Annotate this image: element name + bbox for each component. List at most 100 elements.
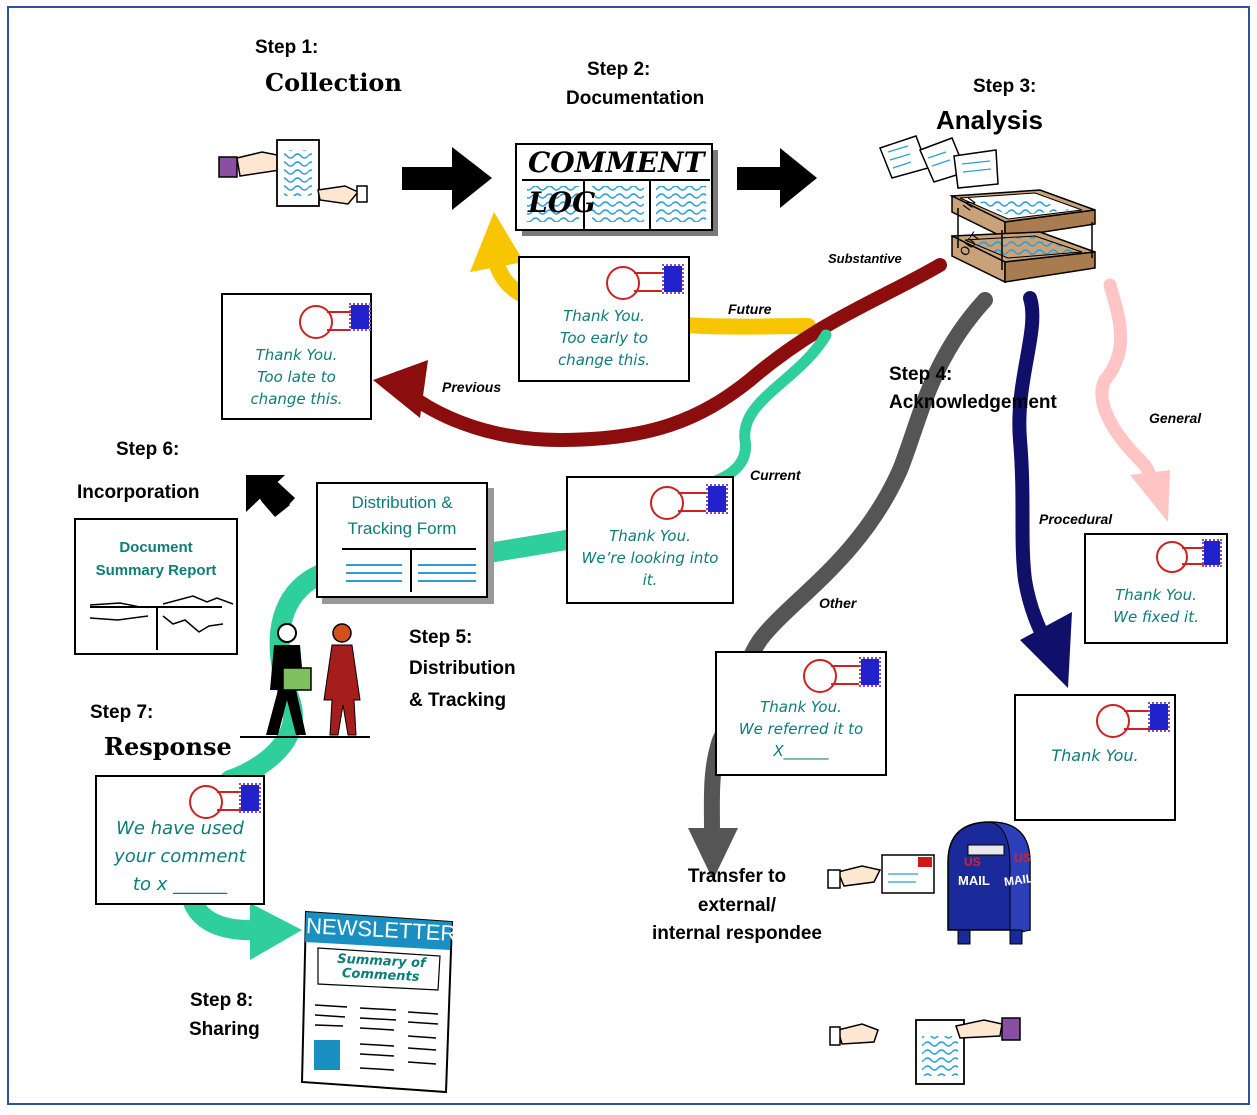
card-line: Thank You. xyxy=(609,527,691,545)
transfer-label: Transfer to external/ internal respondee xyxy=(647,863,827,949)
card-looking-into-it: Thank You. We’re looking into it. xyxy=(566,476,734,604)
card-line: change this. xyxy=(557,350,651,369)
previous-arrowhead xyxy=(373,360,428,418)
card-line: Too late to xyxy=(257,367,336,386)
stamp-icon xyxy=(239,783,261,813)
card-line: Thank You. xyxy=(255,346,338,364)
card-line: Thank You. xyxy=(1051,746,1139,765)
postmark-icon xyxy=(1096,704,1130,738)
step5-name-line2: & Tracking xyxy=(409,690,507,711)
comment-log-icon xyxy=(515,143,718,236)
summary-report-title-line1: Document xyxy=(119,539,193,556)
summary-report-column-divider xyxy=(156,606,158,650)
branch-label-future: Future xyxy=(728,301,772,317)
diagram-frame xyxy=(7,6,1250,1105)
card-referred-it: Thank You. We referred it to X______ xyxy=(715,651,887,776)
summary-report-icon xyxy=(89,595,234,633)
general-flow-path xyxy=(1095,278,1156,487)
tracking-form-divider xyxy=(342,548,476,550)
step3-name: Analysis xyxy=(936,105,1043,135)
step6-name: Incorporation xyxy=(77,482,200,503)
stamp-icon xyxy=(662,264,684,294)
transfer-label-line3: internal respondee xyxy=(652,923,822,944)
transfer-label-line1: Transfer to xyxy=(687,866,787,887)
card-too-early: Thank You. Too early to change this. xyxy=(518,256,690,382)
postmark-lines xyxy=(634,272,662,292)
stamp-icon xyxy=(349,303,371,331)
postmark-lines xyxy=(1124,710,1150,730)
analysis-inbox-icon xyxy=(879,135,1096,284)
step1-label: Step 1: xyxy=(255,37,319,58)
current-flow-path xyxy=(694,329,832,493)
sharing-arrowhead xyxy=(250,903,302,960)
previous-flow-path xyxy=(403,258,947,448)
summary-report: Document Summary Report xyxy=(74,518,238,655)
step6-label: Step 6: xyxy=(116,439,180,460)
postmark-icon xyxy=(650,486,684,520)
procedural-flow-path xyxy=(1012,291,1052,647)
card-response: We have used your comment to x ______ xyxy=(95,775,265,905)
summary-report-title-line2: Summary Report xyxy=(95,562,217,580)
collection-handoff-icon xyxy=(218,139,368,207)
postmark-icon xyxy=(606,266,640,300)
procedural-arrowhead xyxy=(1020,612,1072,688)
incorporation-arrowhead xyxy=(246,475,285,512)
postmark-icon xyxy=(189,785,223,819)
tracking-form-column-divider xyxy=(410,548,412,592)
newsletter-icon xyxy=(300,910,454,1094)
postmark-lines xyxy=(217,791,241,811)
mailbox-mail-label: MAIL xyxy=(958,873,990,888)
step8-name: Sharing xyxy=(189,1019,260,1040)
card-line: it. xyxy=(642,570,658,589)
collection-to-documentation-arrow xyxy=(402,147,492,210)
comment-log-title-line1: COMMENT xyxy=(528,146,705,179)
stamp-icon xyxy=(1202,539,1222,567)
branch-label-general: General xyxy=(1149,410,1202,426)
postmark-lines xyxy=(831,665,859,685)
postmark-lines xyxy=(678,492,706,512)
step2-name: Documentation xyxy=(566,88,705,109)
card-line: X______ xyxy=(773,741,829,760)
postmark-icon xyxy=(803,659,837,693)
general-arrowhead xyxy=(1130,470,1170,522)
card-line: Thank You. xyxy=(563,307,645,325)
tracking-form-text-lines xyxy=(346,558,402,586)
transfer-label-line2: external/ xyxy=(697,894,777,916)
distribution-people-icon xyxy=(240,623,370,738)
card-line: Too early to xyxy=(560,328,648,347)
branch-label-previous: Previous xyxy=(442,379,502,395)
transfer-handoff-icon xyxy=(829,1017,1021,1085)
card-line: Thank You. xyxy=(1115,586,1197,604)
tracking-form: Distribution & Tracking Form xyxy=(316,482,488,598)
mailbox-us-label-side: US xyxy=(1014,851,1031,865)
branch-label-other: Other xyxy=(819,595,857,611)
future-arrowhead xyxy=(470,212,524,272)
card-line: your comment xyxy=(114,845,246,867)
postmark-lines xyxy=(327,311,351,331)
tracking-form-title-line1: Distribution & xyxy=(351,493,453,512)
branch-label-current: Current xyxy=(750,467,801,483)
step1-name: Collection xyxy=(265,68,402,97)
tracking-form-text-lines xyxy=(418,558,476,586)
card-line: We’re looking into xyxy=(581,548,719,567)
branch-label-procedural: Procedural xyxy=(1039,511,1113,527)
mailbox-us-label: US xyxy=(964,855,981,869)
postmark-lines xyxy=(1182,547,1204,565)
step5-name-line1: Distribution xyxy=(409,658,516,679)
stamp-icon xyxy=(1148,702,1170,732)
card-line: Thank You. xyxy=(760,698,842,716)
tracking-form-title-line2: Tracking Form xyxy=(347,518,457,538)
branch-label-substantive: Substantive xyxy=(828,251,902,266)
card-plain-thanks: Thank You. xyxy=(1014,694,1176,821)
card-line: change this. xyxy=(250,389,343,408)
step4-label: Step 4: xyxy=(889,364,953,385)
documentation-to-analysis-arrow xyxy=(737,148,817,208)
card-too-late: Thank You. Too late to change this. xyxy=(221,293,372,420)
postmark-icon xyxy=(299,305,333,339)
stamp-icon xyxy=(859,657,881,687)
step3-label: Step 3: xyxy=(973,76,1037,97)
card-line: We referred it to xyxy=(738,719,864,738)
other-arrowhead xyxy=(688,828,738,880)
step7-name: Response xyxy=(104,732,232,761)
step7-label: Step 7: xyxy=(90,702,154,723)
